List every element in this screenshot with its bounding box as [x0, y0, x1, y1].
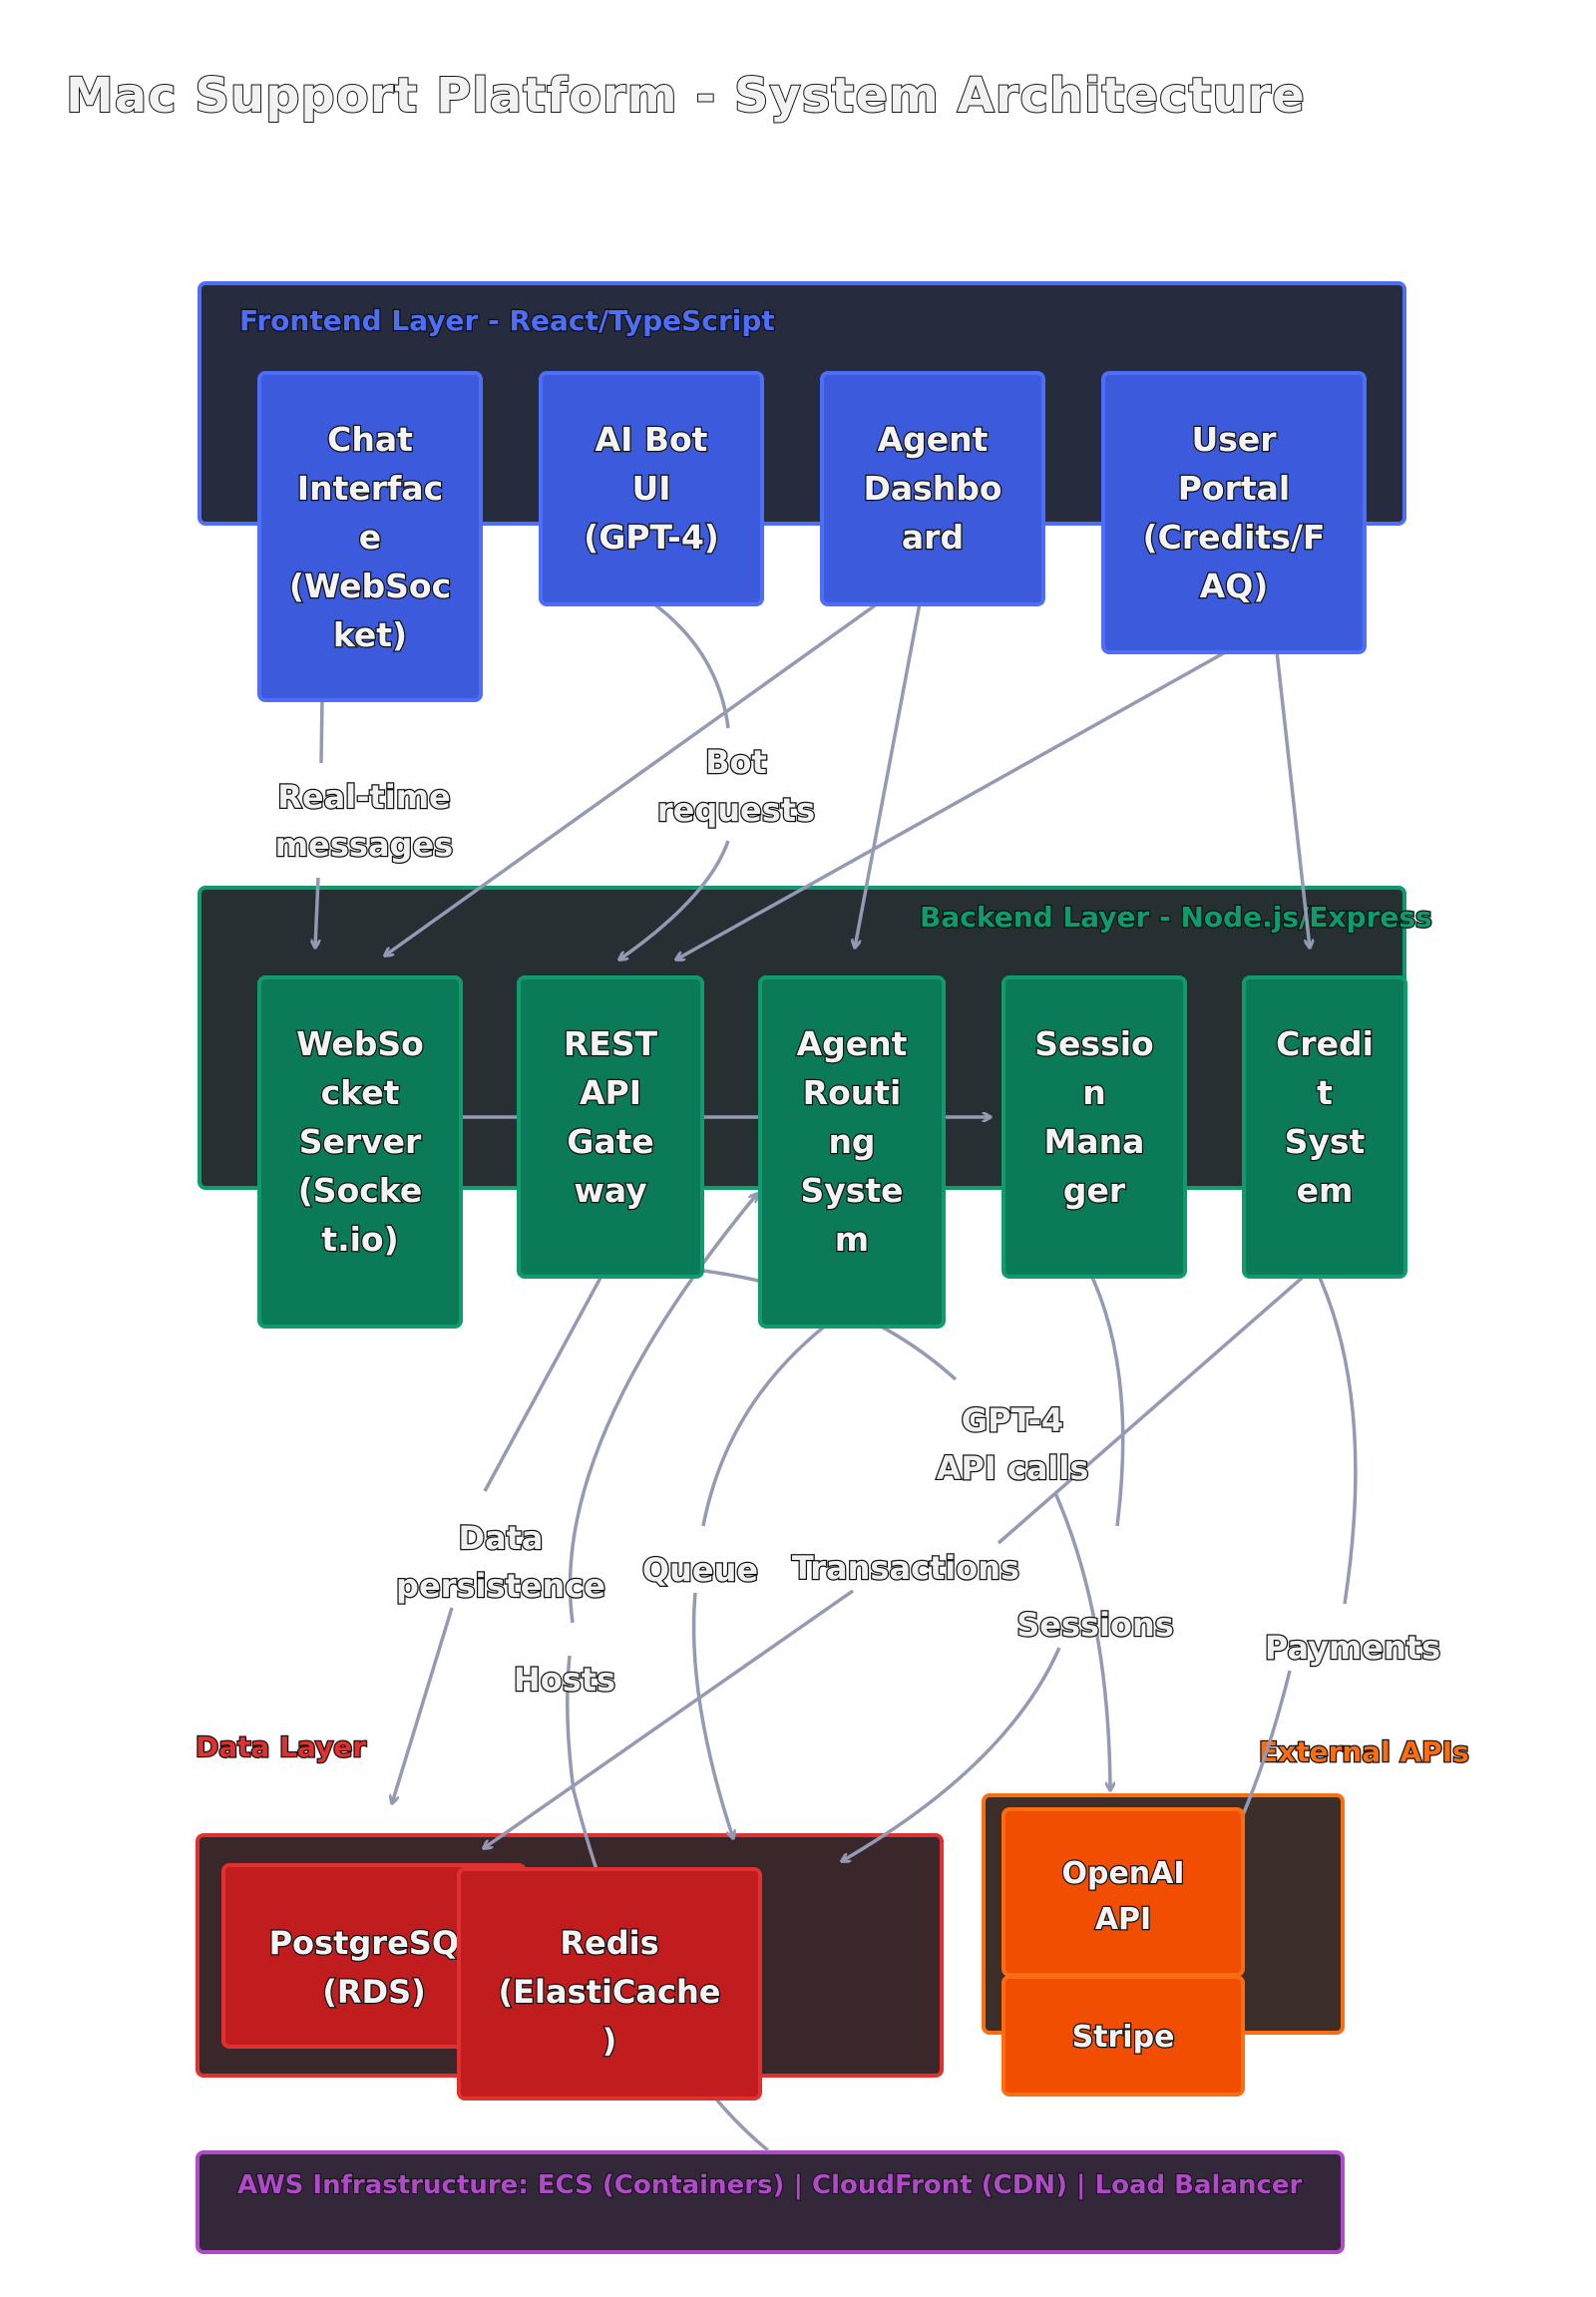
edge-rest-to-postgres-arrow [392, 1607, 454, 1803]
edge-label-data-persistence: Data persistence [395, 1514, 606, 1610]
node-text: Credi [1275, 1023, 1375, 1065]
node-text: ket) [332, 614, 409, 656]
node-text: Interfac [296, 468, 445, 510]
node-text: t [1316, 1072, 1334, 1114]
data-layer-label: Data Layer [195, 1729, 368, 1765]
node-text: Sessio [1033, 1023, 1155, 1065]
edge-label-line: Payments [1264, 1628, 1442, 1669]
edge-label-line: Transactions [791, 1548, 1021, 1589]
node-text: ) [600, 2021, 617, 2062]
edge-label-queue: Queue [641, 1546, 760, 1594]
edge-label-bot-requests: Bot requests [656, 738, 817, 834]
node-text: Routi [801, 1072, 902, 1114]
edge-label-line: API calls [935, 1448, 1089, 1489]
node-text: AQ) [1198, 566, 1269, 607]
node-text: em [1295, 1170, 1354, 1212]
node-text: (WebSoc [288, 566, 453, 607]
edge-credit-to-postgres-arrow [484, 1589, 855, 1848]
edge-credit-to-stripe [1313, 1266, 1358, 1605]
edge-label-line: messages [274, 825, 455, 866]
node-rest-api-gateway[interactable]: REST API Gate way [517, 975, 704, 1279]
external-apis-label: External APIs [1258, 1734, 1470, 1770]
node-text: Agent [795, 1023, 908, 1065]
node-text: Stripe [1070, 2019, 1175, 2057]
node-text: API [1094, 1901, 1153, 1939]
node-text: Mana [1042, 1121, 1145, 1163]
edge-label-line: requests [656, 790, 817, 831]
node-text: Redis [559, 1923, 660, 1964]
edge-session-to-redis [1085, 1266, 1125, 1527]
frontend-layer-label: Frontend Layer - React/TypeScript [238, 303, 776, 339]
edge-chat-to-websocket [319, 697, 324, 764]
edge-label-real-time-messages: Real-time messages [274, 773, 455, 869]
node-text: (ElastiCache [497, 1972, 721, 2013]
edge-label-hosts: Hosts [513, 1656, 617, 1704]
node-text: (GPT-4) [583, 517, 720, 559]
edge-label-line: GPT-4 [961, 1400, 1065, 1441]
node-text: Dashbo [862, 468, 1003, 510]
node-text: OpenAI [1060, 1855, 1186, 1893]
aws-infrastructure-group [196, 2150, 1345, 2254]
node-text: (RDS) [321, 1972, 427, 2013]
node-text: ger [1062, 1170, 1127, 1212]
aws-infrastructure-label: AWS Infrastructure: ECS (Containers) | C… [236, 2169, 1303, 2201]
node-redis[interactable]: Redis (ElastiCache) [457, 1867, 762, 2101]
backend-layer-label: Backend Layer - Node.js/Express [919, 900, 1433, 936]
edge-label-line: Data [457, 1518, 545, 1559]
node-text: (Socke [296, 1170, 423, 1212]
edge-routing-to-redis [701, 1313, 842, 1527]
node-text: PostgreSQL [267, 1923, 480, 1964]
edge-label-line: Hosts [513, 1660, 617, 1701]
node-text: Chat [326, 419, 414, 461]
node-text: UI [630, 468, 672, 510]
node-text: Syste [799, 1170, 905, 1212]
node-text: Server [297, 1121, 422, 1163]
edge-label-sessions: Sessions [1015, 1601, 1175, 1649]
node-text: cket [319, 1072, 400, 1114]
edge-label-line: persistence [395, 1566, 606, 1607]
node-text: (Credits/F [1141, 517, 1326, 559]
node-text: m [834, 1219, 871, 1261]
node-text: User [1190, 419, 1278, 461]
node-text: WebSo [295, 1023, 425, 1065]
node-text: Agent [876, 419, 989, 461]
node-text: way [573, 1170, 648, 1212]
node-text: Syst [1283, 1121, 1366, 1163]
node-text: Gate [566, 1121, 655, 1163]
node-text: t.io) [320, 1219, 400, 1261]
node-stripe[interactable]: Stripe [1001, 1975, 1245, 2097]
node-text: REST [563, 1023, 659, 1065]
edge-aibot-to-rest [645, 596, 730, 729]
node-text: API [579, 1072, 643, 1114]
node-text: Portal [1177, 468, 1292, 510]
edge-label-line: Bot [704, 742, 768, 783]
edge-label-transactions: Transactions [791, 1544, 1021, 1592]
edge-label-line: Queue [641, 1550, 760, 1591]
node-text: ard [901, 517, 966, 559]
edge-rest-to-postgres [483, 1266, 608, 1492]
node-text: ng [827, 1121, 877, 1163]
edge-routing-to-redis-arrow [691, 1592, 733, 1838]
node-openai-api[interactable]: OpenAI API [1001, 1807, 1245, 1977]
edge-label-line: Sessions [1015, 1605, 1175, 1646]
node-text: n [1081, 1072, 1107, 1114]
edge-label-line: Real-time [276, 777, 452, 818]
node-text: e [358, 517, 383, 559]
edge-label-payments: Payments [1264, 1624, 1442, 1672]
diagram-title: Mac Support Platform - System Architectu… [65, 67, 1306, 125]
node-text: AI Bot [594, 419, 708, 461]
